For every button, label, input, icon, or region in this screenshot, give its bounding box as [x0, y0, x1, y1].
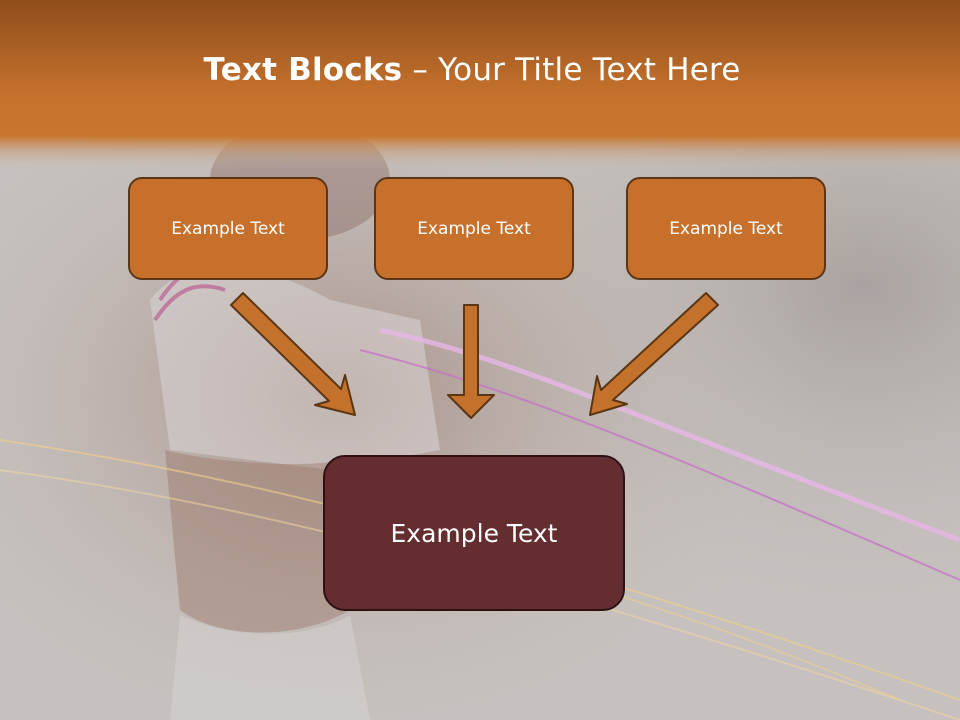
title-rest: – Your Title Text Here [402, 52, 741, 88]
slide-title: Text Blocks – Your Title Text Here [0, 52, 944, 88]
arrow-right-diagonal [589, 292, 719, 416]
title-bold: Text Blocks [203, 52, 403, 88]
main-text-block[interactable]: Example Text [323, 455, 625, 611]
text-block-1-label: Example Text [171, 218, 285, 239]
text-block-2-label: Example Text [417, 218, 531, 239]
text-block-1[interactable]: Example Text [128, 177, 328, 280]
text-block-3-label: Example Text [669, 218, 783, 239]
arrow-center-down [447, 304, 495, 419]
text-block-3[interactable]: Example Text [626, 177, 826, 280]
arrow-left-diagonal [230, 292, 356, 416]
text-block-2[interactable]: Example Text [374, 177, 574, 280]
main-text-block-label: Example Text [390, 518, 558, 548]
